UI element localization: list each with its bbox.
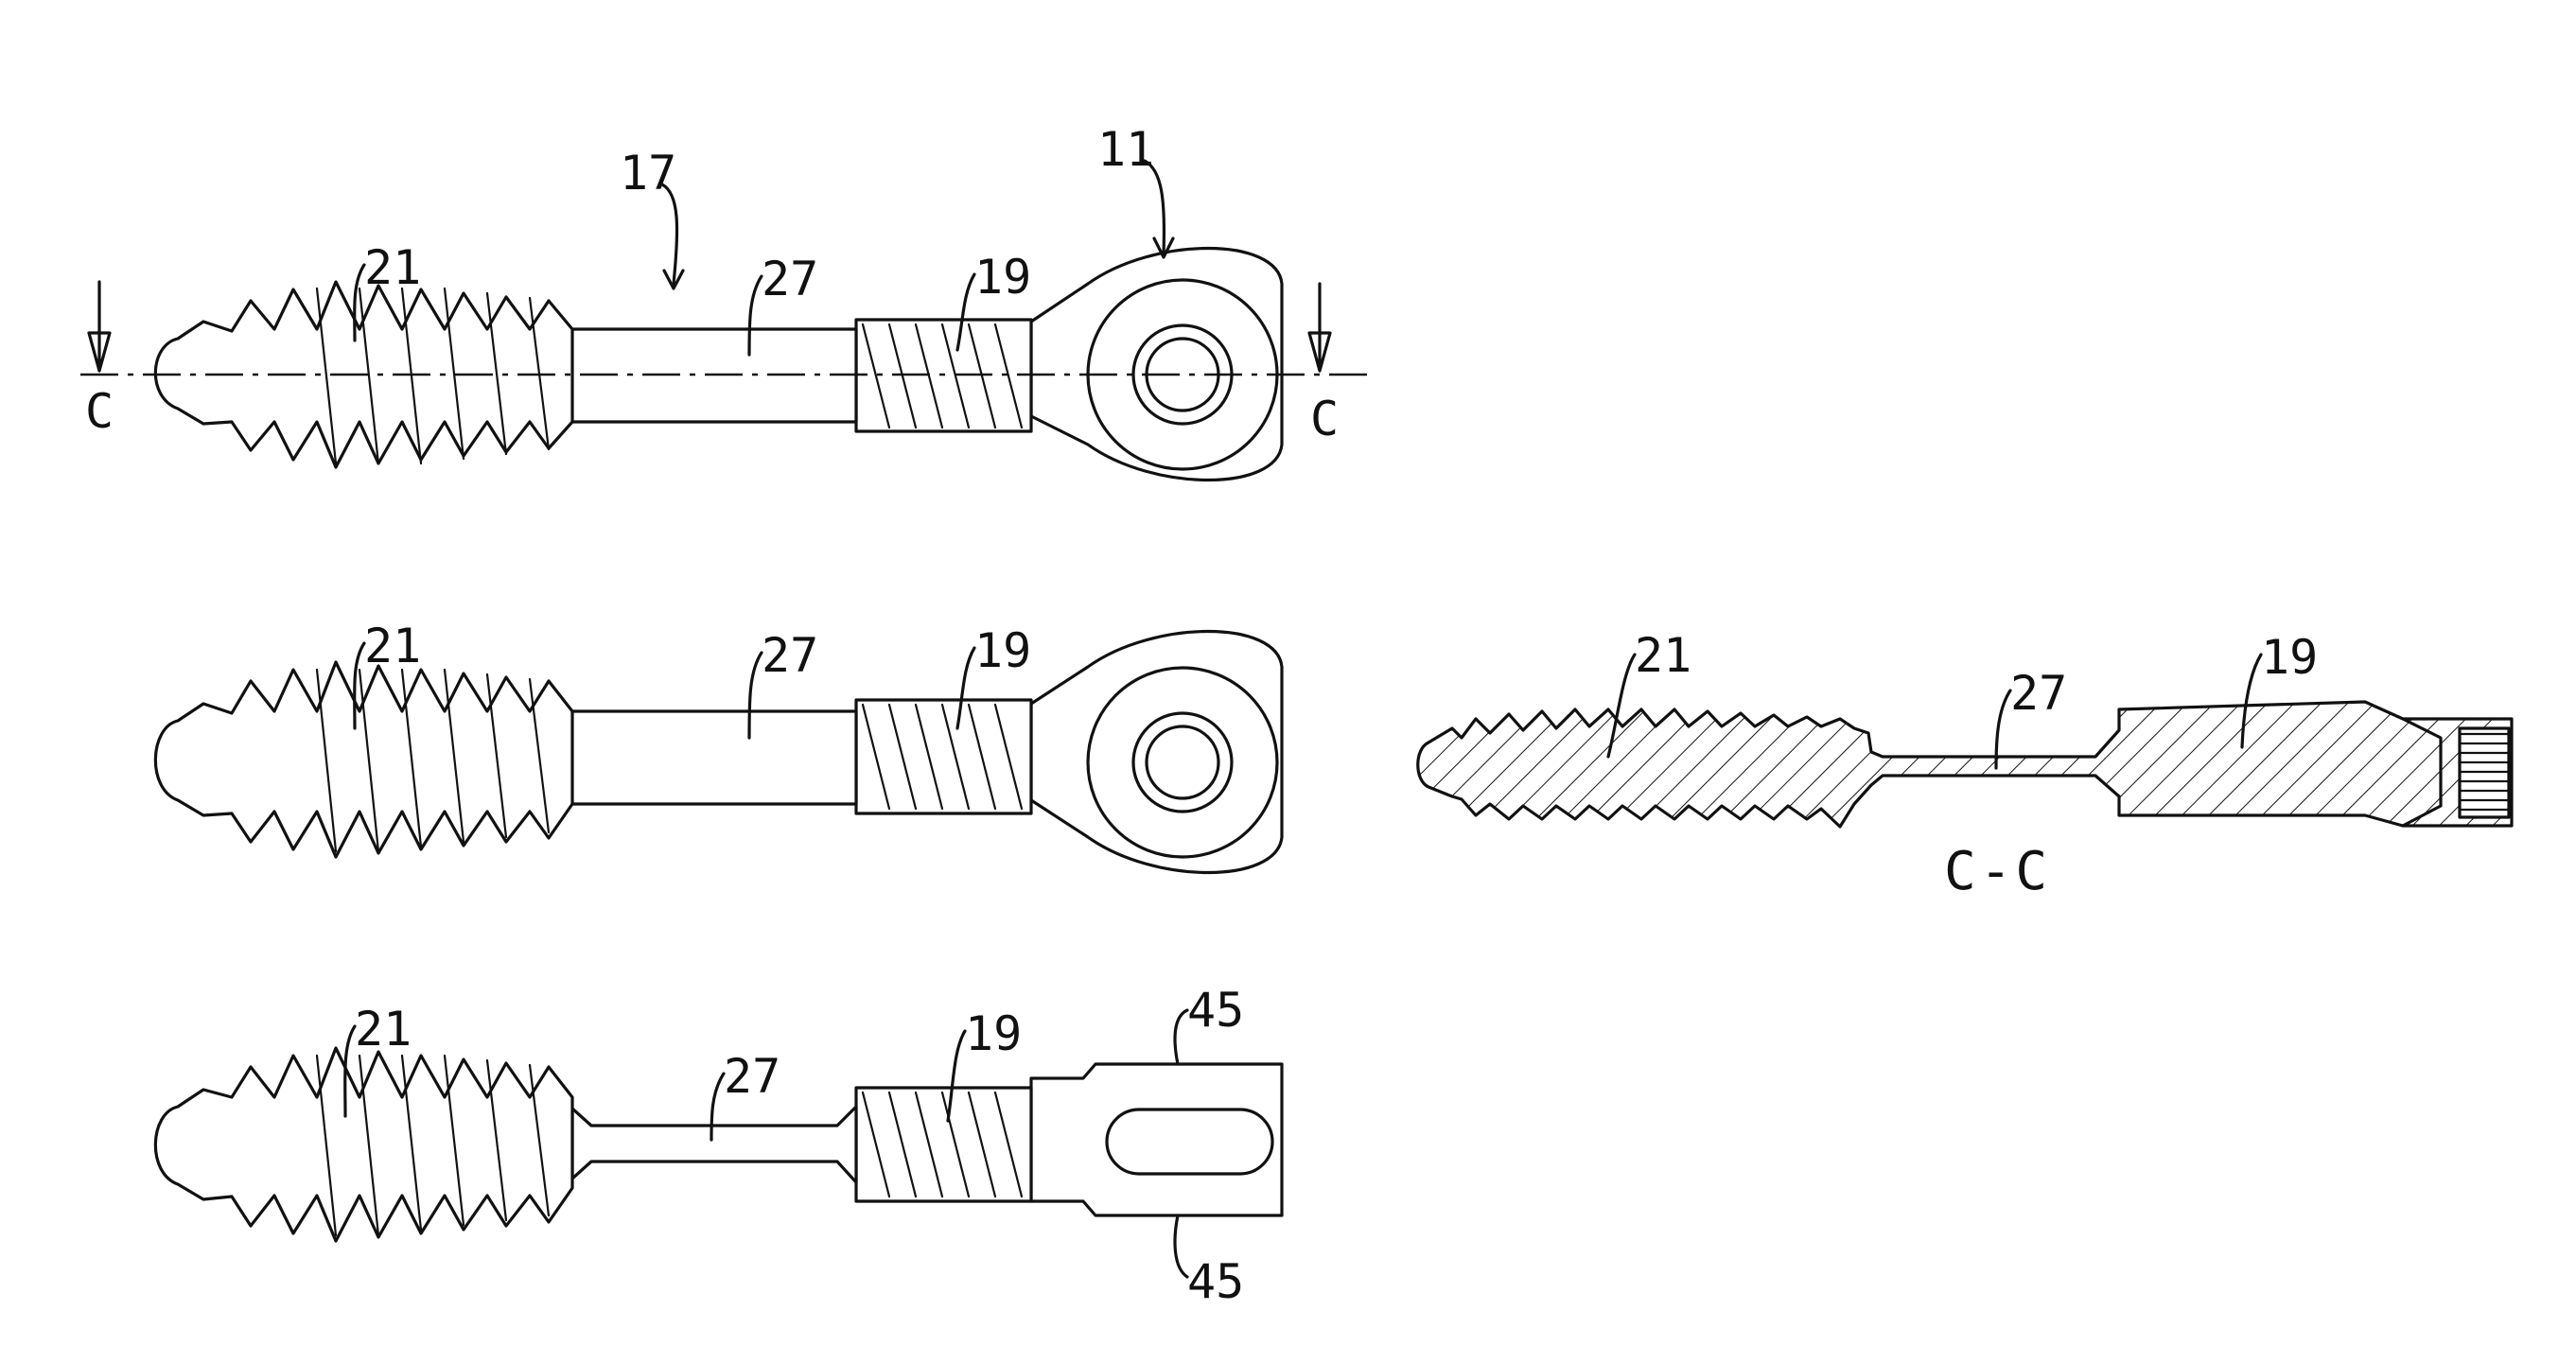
section-arrow-right <box>1309 284 1330 371</box>
shaft-middle <box>568 711 856 804</box>
screw-view-middle: 21 27 19 <box>155 619 1282 873</box>
screw-view-top: C C 17 11 21 27 19 <box>80 122 1372 481</box>
label-19-section: 19 <box>2261 630 2318 685</box>
label-19-top: 19 <box>974 250 1031 305</box>
label-27-top: 27 <box>762 252 818 306</box>
bone-thread-bottom <box>155 1048 572 1241</box>
shaft-bottom <box>572 1107 856 1182</box>
label-45-top: 45 <box>1187 983 1244 1038</box>
label-19-middle: 19 <box>974 623 1031 678</box>
label-27-bottom: 27 <box>724 1049 780 1104</box>
machine-thread-bottom <box>856 1088 1031 1201</box>
section-view-cc: 21 27 19 C-C <box>1418 628 2512 902</box>
section-marker-left: C <box>85 384 114 439</box>
label-21-section: 21 <box>1635 628 1691 683</box>
label-11: 11 <box>1097 122 1154 177</box>
eye-head-top <box>1031 249 1282 481</box>
screw-view-bottom: 21 27 19 45 45 <box>155 983 1282 1309</box>
label-19-bottom: 19 <box>965 1006 1022 1061</box>
label-21-top: 21 <box>364 240 421 295</box>
label-17: 17 <box>620 146 676 201</box>
machine-thread-middle <box>856 700 1031 813</box>
label-21-bottom: 21 <box>355 1002 412 1057</box>
bone-thread-middle <box>155 662 572 857</box>
section-body <box>1418 702 2512 827</box>
label-27-middle: 27 <box>762 628 818 683</box>
eye-head-middle <box>1031 632 1282 873</box>
label-21-middle: 21 <box>364 619 421 673</box>
flat-head-bottom <box>1031 1064 1282 1215</box>
section-caption: C-C <box>1944 841 2051 902</box>
label-27-section: 27 <box>2010 666 2067 721</box>
section-arrow-left <box>89 282 110 371</box>
label-45-bottom: 45 <box>1187 1254 1244 1309</box>
section-marker-right: C <box>1310 392 1339 446</box>
